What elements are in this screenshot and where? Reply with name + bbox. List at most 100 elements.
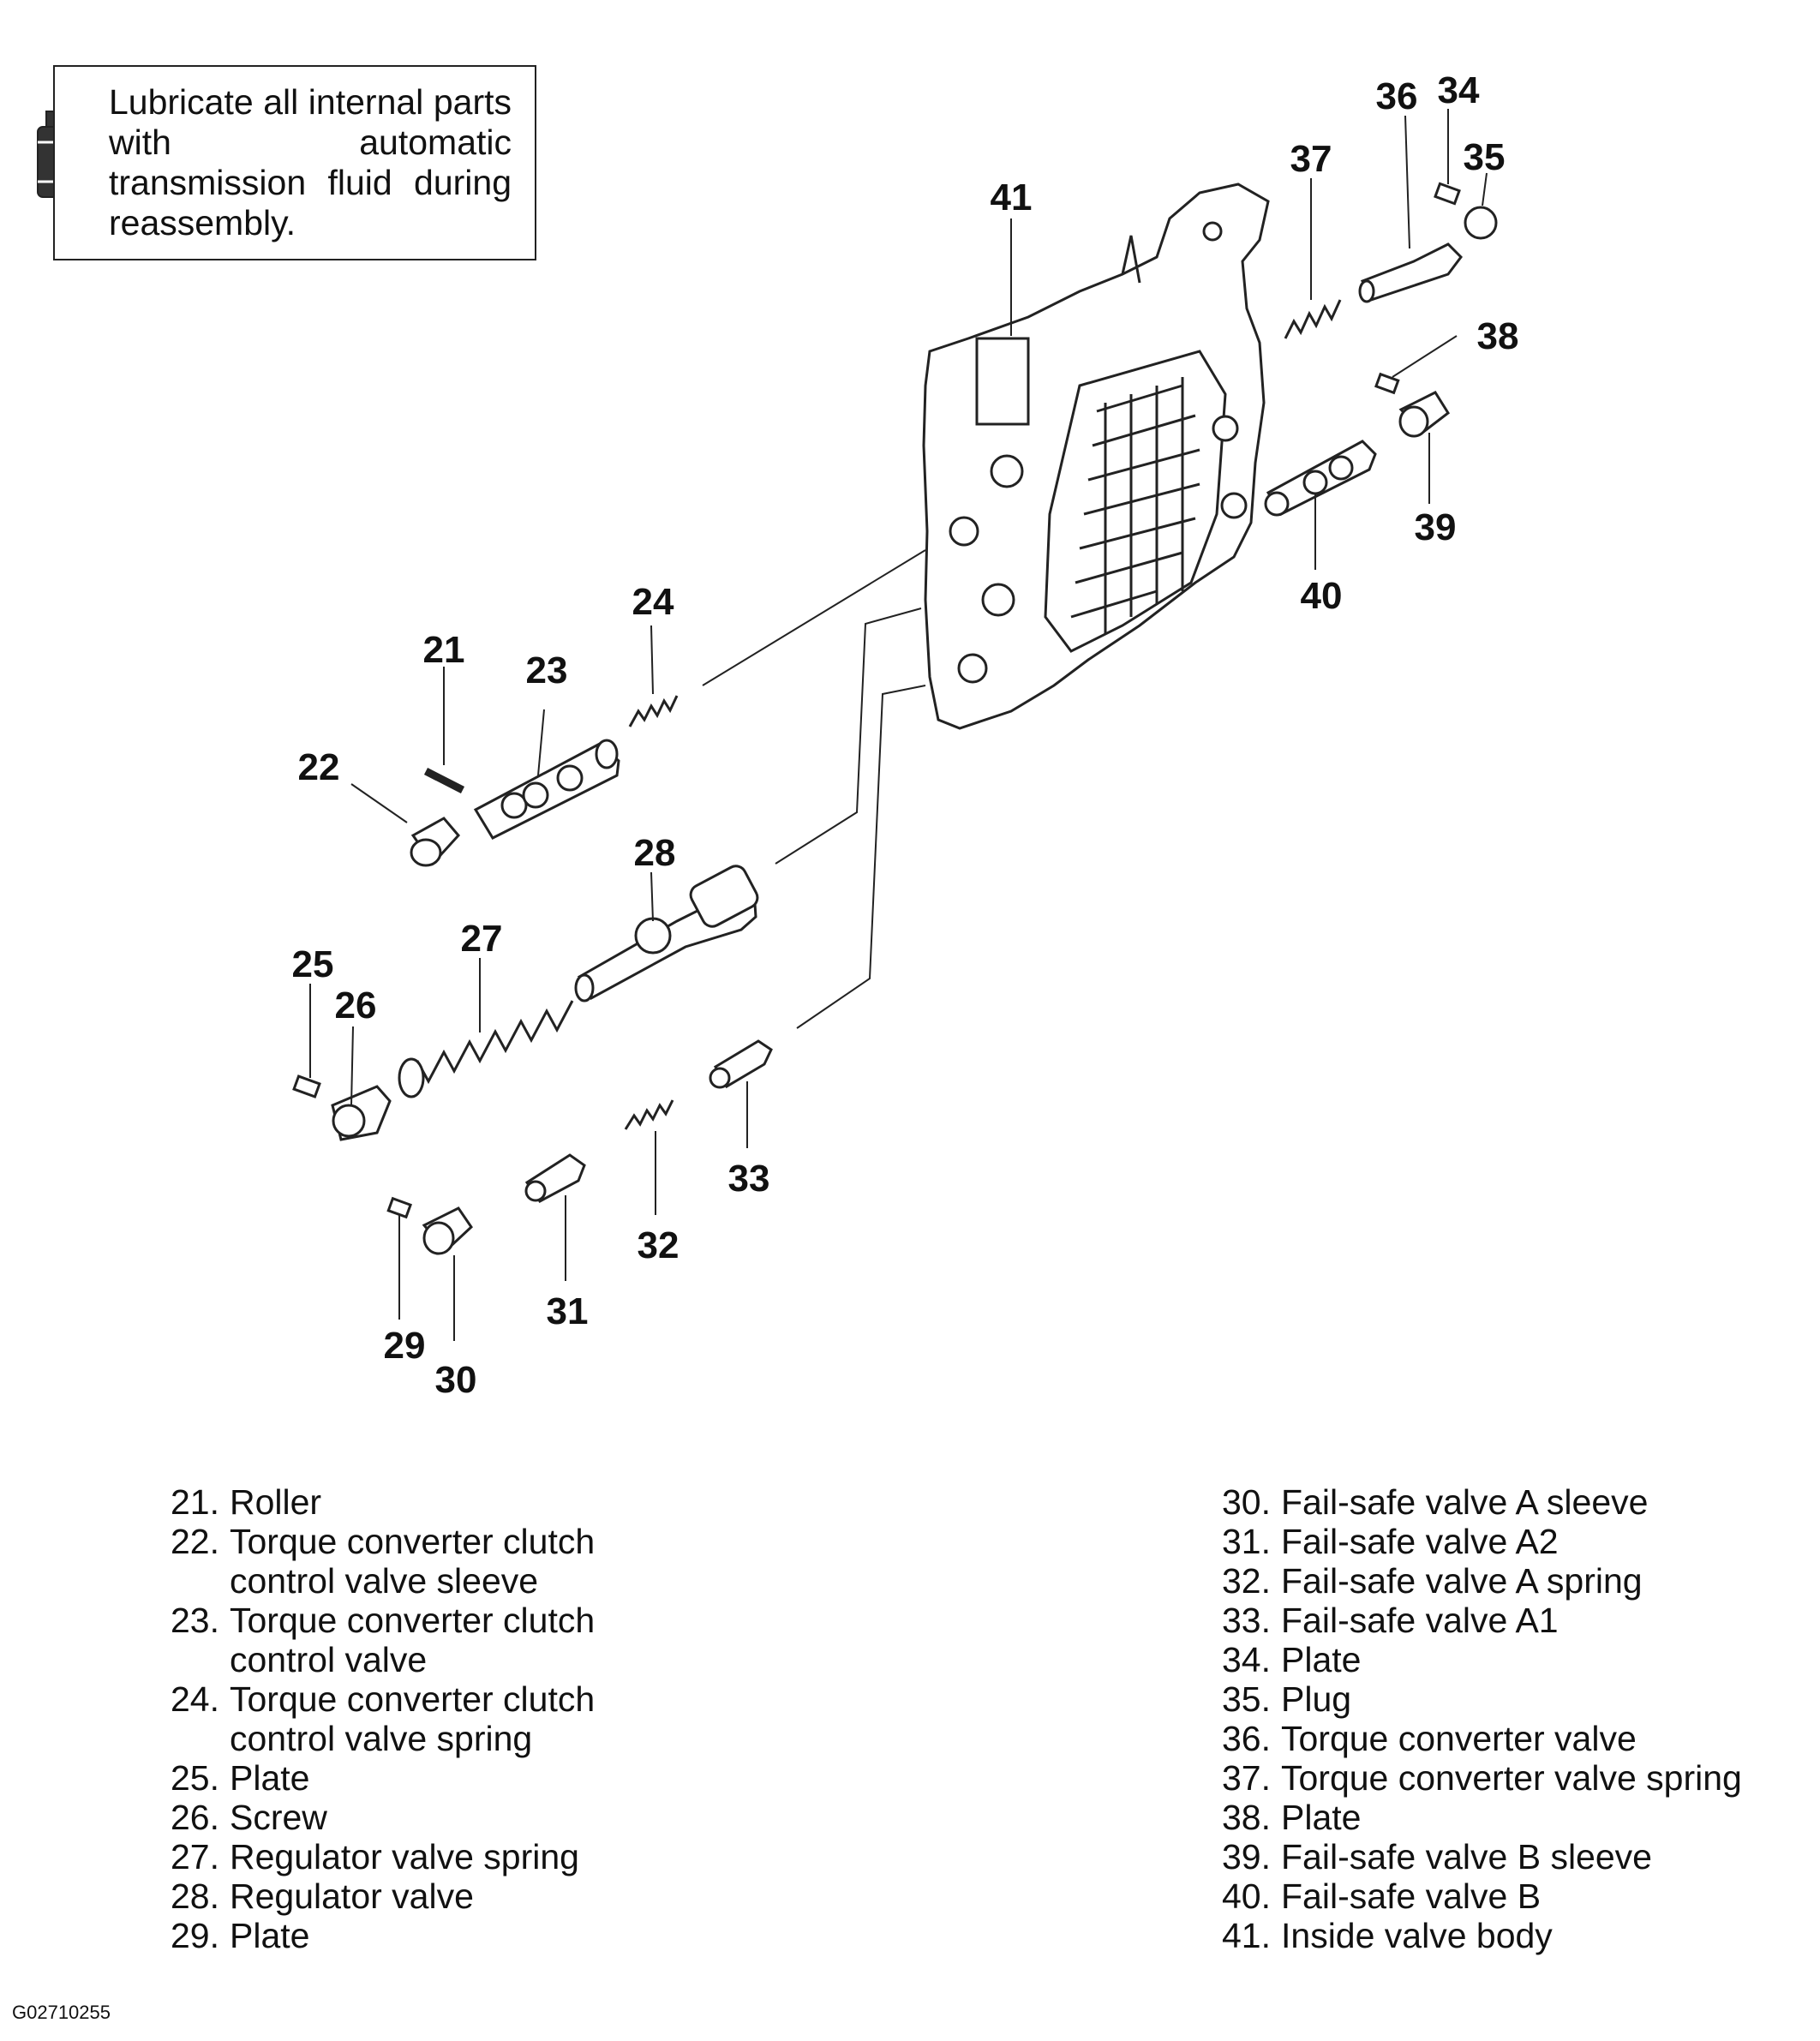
part-36-torque-converter-valve xyxy=(1358,242,1463,303)
callout-27: 27 xyxy=(461,918,503,960)
legend-label: Plug xyxy=(1281,1679,1352,1719)
legend-item: 36. Torque converter valve xyxy=(1195,1719,1812,1758)
part-23-control-valve xyxy=(473,739,620,840)
legend-label: Torque converter clutch control valve xyxy=(230,1601,596,1679)
part-34-plate xyxy=(1434,182,1461,206)
legend-label: Torque converter valve xyxy=(1281,1719,1637,1758)
part-31-valve-a2 xyxy=(524,1153,586,1203)
legend-label: Fail-safe valve A sleeve xyxy=(1281,1482,1649,1522)
callout-39: 39 xyxy=(1415,506,1457,548)
callout-33: 33 xyxy=(728,1158,770,1200)
legend-label: Plate xyxy=(230,1758,310,1798)
callout-31: 31 xyxy=(547,1290,589,1332)
legend-number: 28. xyxy=(171,1876,219,1916)
legend-item: 32.Fail-safe valve A spring xyxy=(1195,1561,1812,1601)
callout-23: 23 xyxy=(526,649,568,691)
legend-item: 33. Fail-safe valve A1 xyxy=(1195,1601,1812,1640)
part-26-screw xyxy=(331,1085,392,1141)
legend-label: Plate xyxy=(1281,1798,1362,1837)
legend-item: 31. Fail-safe valve A2 xyxy=(1195,1522,1812,1561)
legend-item: 37.Torque converter valve spring xyxy=(1195,1758,1812,1798)
callout-29: 29 xyxy=(384,1325,426,1367)
legend-item: 25. Plate xyxy=(144,1758,778,1798)
part-21-roller xyxy=(423,767,465,794)
legend-label: Regulator valve xyxy=(230,1876,474,1916)
part-30-sleeve xyxy=(422,1206,473,1255)
legend-label: Torque converter valve spring xyxy=(1281,1758,1742,1798)
callout-36: 36 xyxy=(1376,75,1418,117)
callout-24: 24 xyxy=(632,581,674,623)
legend-label: Screw xyxy=(230,1798,327,1837)
note-box xyxy=(53,65,536,260)
legend-number: 35. xyxy=(1222,1679,1271,1719)
legend-number: 34. xyxy=(1222,1640,1271,1679)
legend-item: 35.Plug xyxy=(1195,1679,1812,1719)
legend-label: Inside valve body xyxy=(1281,1916,1553,1955)
part-25-plate xyxy=(292,1074,321,1098)
legend-label: Plate xyxy=(230,1916,310,1955)
legend-number: 29. xyxy=(171,1916,219,1955)
part-28-regulator-valve xyxy=(574,865,759,1003)
callout-28: 28 xyxy=(634,832,676,874)
callout-40: 40 xyxy=(1301,575,1343,617)
inside-valve-body xyxy=(922,183,1270,730)
legend-number: 41. xyxy=(1222,1916,1271,1955)
legend-item: 22.Torque converter clutch control valve… xyxy=(144,1522,778,1601)
legend-number: 32. xyxy=(1222,1561,1271,1601)
legend-label: Regulator valve spring xyxy=(230,1837,579,1876)
legend-number: 40. xyxy=(1222,1876,1271,1916)
legend-item: 21. Roller xyxy=(144,1482,778,1522)
legend-number: 23. xyxy=(171,1601,219,1640)
lubrication-note: Lubricate all internal parts with automa… xyxy=(109,82,512,242)
callout-26: 26 xyxy=(335,985,377,1026)
callout-37: 37 xyxy=(1290,138,1332,180)
part-40-valve-b xyxy=(1264,440,1377,517)
callout-41: 41 xyxy=(991,177,1033,218)
legend-right-column: 30.Fail-safe valve A sleeve 31. Fail-safe… xyxy=(1195,1482,1812,1955)
callout-30: 30 xyxy=(435,1359,477,1401)
legend-number: 21. xyxy=(171,1482,219,1522)
legend-label: Fail-safe valve B xyxy=(1281,1876,1542,1916)
callout-38: 38 xyxy=(1477,315,1519,357)
legend-item: 41. Inside valve body xyxy=(1195,1916,1812,1955)
part-32-spring xyxy=(624,1099,674,1130)
legend-number: 33. xyxy=(1222,1601,1271,1640)
part-39-sleeve xyxy=(1398,391,1450,438)
part-35-plug xyxy=(1464,206,1498,240)
legend-item: 23. Torque converter clutch control valve xyxy=(144,1601,778,1679)
legend-item: 30.Fail-safe valve A sleeve xyxy=(1195,1482,1812,1522)
leader-lines xyxy=(309,109,1488,1341)
part-29-plate xyxy=(386,1196,412,1219)
callout-35: 35 xyxy=(1464,136,1506,178)
legend-item: 39.Fail-safe valve B sleeve xyxy=(1195,1837,1812,1876)
legend-number: 31. xyxy=(1222,1522,1271,1561)
legend-number: 37. xyxy=(1222,1758,1271,1798)
legend-item: 27. Regulator valve spring xyxy=(144,1837,778,1876)
legend-item: 34.Plate xyxy=(1195,1640,1812,1679)
callout-22: 22 xyxy=(298,746,340,788)
legend-item: 26. Screw xyxy=(144,1798,778,1837)
legend-label: Fail-safe valve A1 xyxy=(1281,1601,1559,1640)
legend-number: 36. xyxy=(1222,1719,1271,1758)
legend-label: Torque converter clutch control valve sp… xyxy=(230,1679,596,1758)
legend-item: 38.Plate xyxy=(1195,1798,1812,1837)
legend-label: Roller xyxy=(230,1482,322,1522)
legend-label: Torque converter clutch control valve sl… xyxy=(230,1522,596,1601)
legend-number: 26. xyxy=(171,1798,219,1837)
legend-number: 25. xyxy=(171,1758,219,1798)
figure-code: G02710255 xyxy=(12,2002,111,2023)
legend-number: 39. xyxy=(1222,1837,1271,1876)
legend-item: 24. Torque converter clutch control valve… xyxy=(144,1679,778,1758)
legend-number: 27. xyxy=(171,1837,219,1876)
callout-21: 21 xyxy=(423,629,465,671)
legend-item: 29. Plate xyxy=(144,1916,778,1955)
part-33-valve-a1 xyxy=(709,1039,773,1089)
legend-left-column: 21. Roller 22.Torque converter clutch con… xyxy=(144,1482,778,1955)
legend-number: 30. xyxy=(1222,1482,1271,1522)
callout-labels: 21 22 23 24 25 26 27 28 29 30 31 32 33 3… xyxy=(292,69,1519,1401)
legend-label: Fail-safe valve A2 xyxy=(1281,1522,1559,1561)
legend-number: 24. xyxy=(171,1679,219,1719)
part-38-plate xyxy=(1374,372,1400,395)
callout-34: 34 xyxy=(1438,69,1480,111)
